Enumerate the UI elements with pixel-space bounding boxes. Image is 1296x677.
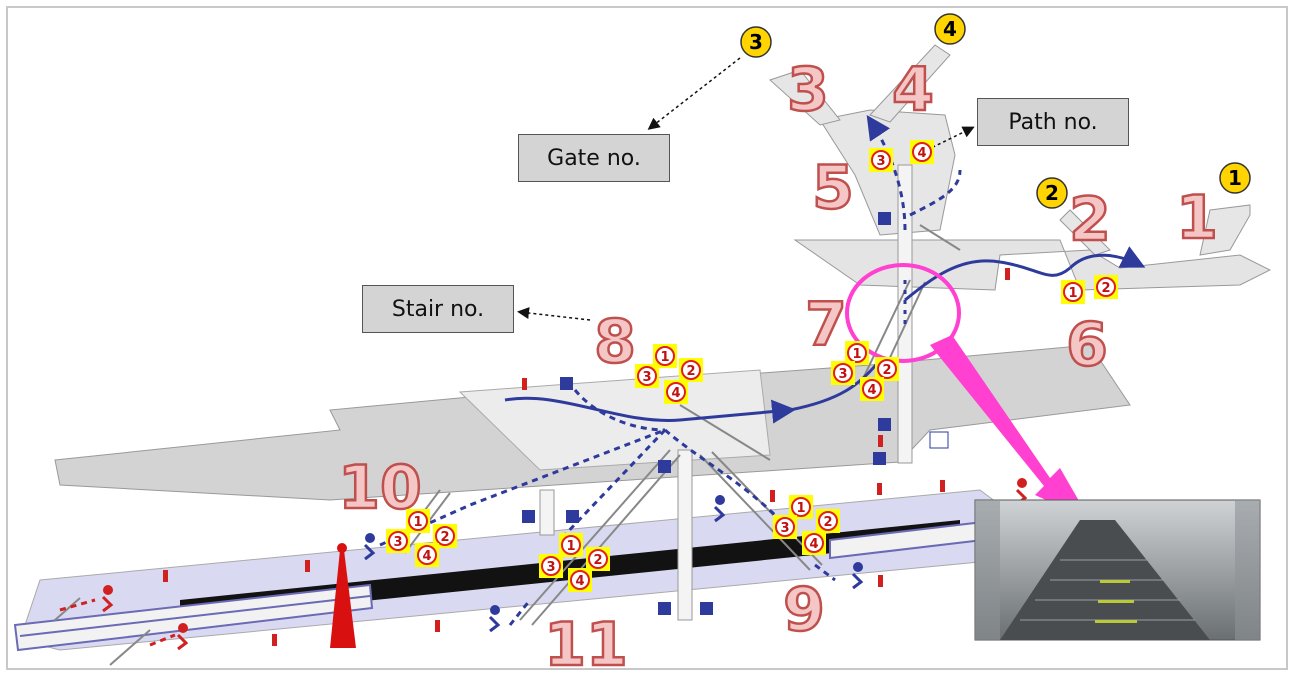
- path-badge-4: 4: [664, 380, 688, 404]
- elevator-icon: [873, 452, 886, 465]
- gate-number-label: Gate no.: [547, 145, 641, 171]
- elevator-icon: [560, 377, 573, 390]
- stair-number-label: Stair no.: [391, 296, 485, 322]
- path-badge-1: 1: [1061, 280, 1085, 304]
- path-badge-text: 4: [917, 146, 926, 161]
- path-badge-text: 2: [440, 530, 449, 545]
- stair-number-3: 3: [787, 55, 829, 125]
- platform-level: [13, 489, 1001, 652]
- stair-number-1: 1: [1176, 183, 1218, 253]
- path-badge-text: 2: [823, 515, 832, 530]
- path-badge-2: 2: [875, 357, 899, 381]
- path-badge-text: 4: [809, 537, 818, 552]
- path-badge-text: 4: [575, 574, 584, 589]
- path-badge-text: 3: [780, 521, 789, 536]
- stair-number-9: 9: [783, 575, 825, 645]
- svg-text:1: 1: [1228, 166, 1242, 190]
- path-badge-text: 1: [1068, 286, 1077, 301]
- path-badge-text: 2: [686, 364, 695, 379]
- path-badge-3: 3: [386, 529, 410, 553]
- elevator-icon: [658, 602, 671, 615]
- path-badge-text: 3: [876, 154, 885, 169]
- stair-numbers: 1 2 3 4 5 6 7 8 9 10 11: [337, 54, 1219, 677]
- stair-number-2: 2: [1069, 185, 1111, 255]
- gate-number-callout: Gate no.: [518, 134, 670, 182]
- path-badge-4: 4: [415, 543, 439, 567]
- path-badge-1: 1: [845, 341, 869, 365]
- path-badge-text: 1: [852, 347, 861, 362]
- path-number-callout: Path no.: [977, 98, 1129, 146]
- magnifier-callout: [845, 263, 1090, 520]
- svg-text:4: 4: [943, 17, 957, 41]
- train-icon: [13, 583, 374, 652]
- gate-badge-2: 2: [1036, 177, 1068, 209]
- location-marker-icon: [330, 543, 356, 648]
- path-badge-3: 3: [539, 554, 563, 578]
- stair-number-8: 8: [594, 307, 636, 377]
- elevator-shaft-lower: [677, 449, 693, 621]
- path-badge-3: 3: [635, 364, 659, 388]
- gate-badges: 3 4 2 1: [740, 13, 1251, 209]
- path-badge-1: 1: [559, 533, 583, 557]
- path-badge-text: 4: [671, 386, 680, 401]
- stair-number-callout: Stair no.: [362, 285, 514, 333]
- path-badge-text: 3: [642, 370, 651, 385]
- path-badge-text: 4: [422, 549, 431, 564]
- phone-icon: [700, 602, 713, 615]
- path-badge-4: 4: [860, 377, 884, 401]
- path-badge-text: 2: [882, 363, 891, 378]
- path-badge-2: 2: [816, 509, 840, 533]
- phone-icon: [878, 212, 891, 225]
- path-badge-text: 1: [660, 350, 669, 365]
- stair-number-5: 5: [812, 153, 854, 223]
- exit-runner-icon: [101, 478, 1028, 651]
- gate-badge-4: 4: [934, 13, 966, 45]
- path-badge-text: 2: [1101, 281, 1110, 296]
- gate-badge-3: 3: [740, 26, 772, 58]
- stairways: [54, 224, 961, 666]
- map-frame: [6, 6, 1288, 670]
- fire-extinguisher-icon: [163, 268, 1010, 646]
- path-badge-2: 2: [586, 547, 610, 571]
- path-badge-text: 4: [867, 383, 876, 398]
- escalator-photo: [974, 499, 1261, 641]
- gate-badge-1: 1: [1219, 162, 1251, 194]
- path-badge-text: 1: [413, 515, 422, 530]
- stair-number-11: 11: [544, 610, 628, 677]
- service-icons: [522, 212, 949, 615]
- path-badge-2: 2: [679, 358, 703, 382]
- path-badge-text: 3: [393, 535, 402, 550]
- path-badge-2: 2: [1094, 275, 1118, 299]
- restroom-icon: [929, 431, 949, 449]
- path-badge-4: 4: [568, 568, 592, 592]
- path-badge-3: 3: [831, 361, 855, 385]
- path-badge-text: 3: [838, 367, 847, 382]
- path-badge-4: 4: [802, 531, 826, 555]
- path-badge-4: 4: [910, 140, 934, 164]
- stair-number-4: 4: [892, 55, 934, 125]
- path-badge-text: 1: [566, 539, 575, 554]
- upper-level: [769, 44, 1272, 291]
- svg-text:2: 2: [1045, 181, 1059, 205]
- path-badge-text: 1: [796, 501, 805, 516]
- emergency-routes: [59, 598, 176, 647]
- stair-number-7: 7: [805, 290, 847, 360]
- path-badge-2: 2: [433, 524, 457, 548]
- path-badge-3: 3: [773, 515, 797, 539]
- path-badge-3: 3: [869, 148, 893, 172]
- path-number-label: Path no.: [1008, 109, 1098, 135]
- svg-text:3: 3: [749, 30, 763, 54]
- callout-leaders: [517, 57, 975, 321]
- path-badge-text: 3: [546, 560, 555, 575]
- phone-icon: [566, 510, 579, 523]
- path-badge-text: 2: [593, 553, 602, 568]
- stair-number-6: 6: [1066, 310, 1108, 380]
- elevator-icon: [522, 510, 535, 523]
- elevator-icon: [658, 460, 671, 473]
- path-badges: 3 4 1 2 1 2 3 4 1 2 3 4 1 2 3 4 1 2 3 4 1 2 3 4: [386, 140, 1118, 592]
- phone-icon: [878, 418, 891, 431]
